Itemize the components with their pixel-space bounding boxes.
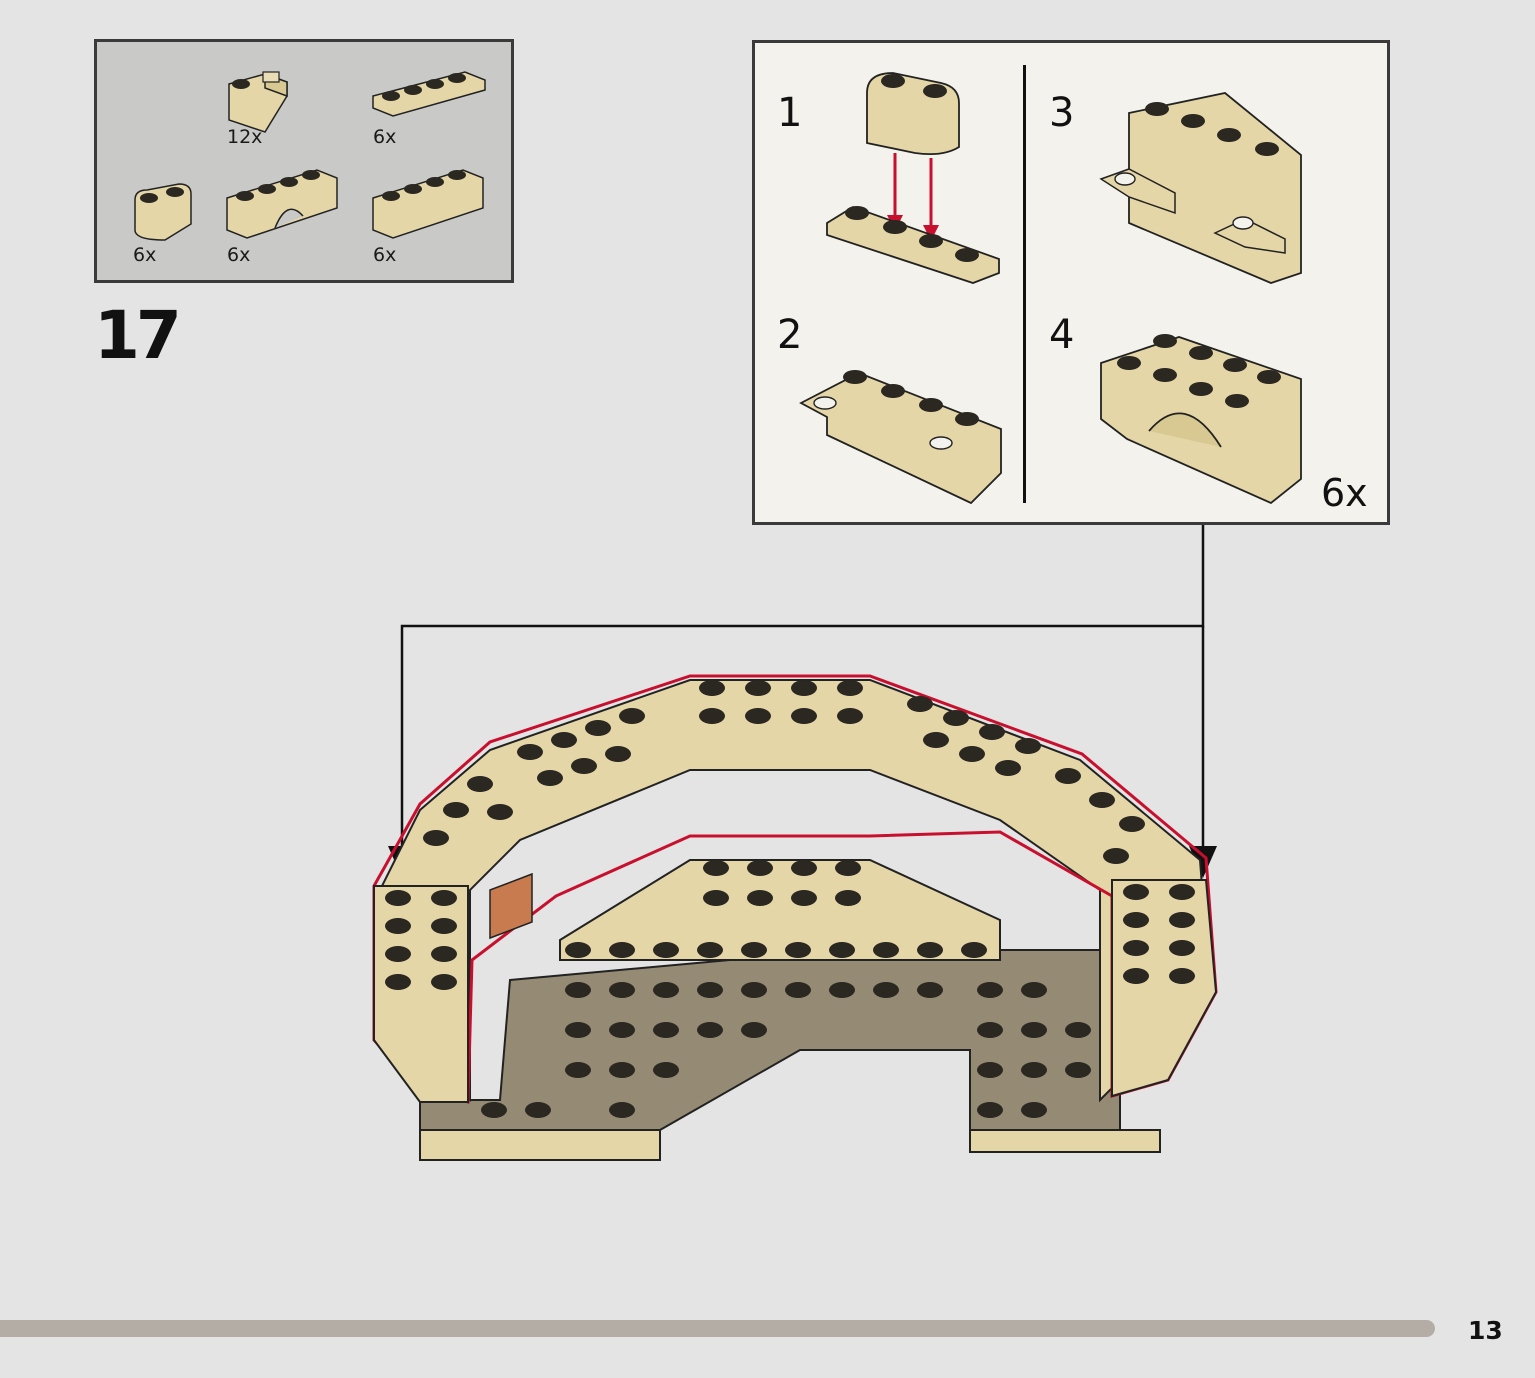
subassembly-panel: 1 2 3 4 [752,40,1390,525]
parts-list-panel: 12x 6x 6x 6x 6x [94,39,514,283]
plate-1x4-icon [372,71,486,117]
page-number: 13 [1468,1316,1503,1345]
repeat-count: 6x [1321,471,1368,515]
substep-4-illustration [1100,334,1302,505]
substep-number: 2 [777,312,803,358]
part-quantity: 6x [373,244,397,266]
part-quantity: 6x [227,244,251,266]
substep-number: 3 [1049,90,1075,136]
part-quantity: 6x [373,126,397,148]
substep-2-illustration [799,370,1002,505]
part-quantity: 12x [227,126,263,148]
main-model-illustration [372,674,1218,1161]
brick-1x4-icon [372,169,484,239]
substep-divider [1023,65,1026,503]
slope-brick-icon [228,71,288,133]
brick-1x2-rounded-icon [134,183,192,241]
substep-number: 1 [777,90,803,136]
progress-bar [0,1320,1435,1337]
substep-number: 4 [1049,312,1075,358]
part-quantity: 6x [133,244,157,266]
step-number: 17 [94,297,182,374]
substep-3-illustration [1099,92,1302,284]
substep-1-illustration [826,72,1000,284]
arch-brick-1x4-icon [226,169,338,239]
